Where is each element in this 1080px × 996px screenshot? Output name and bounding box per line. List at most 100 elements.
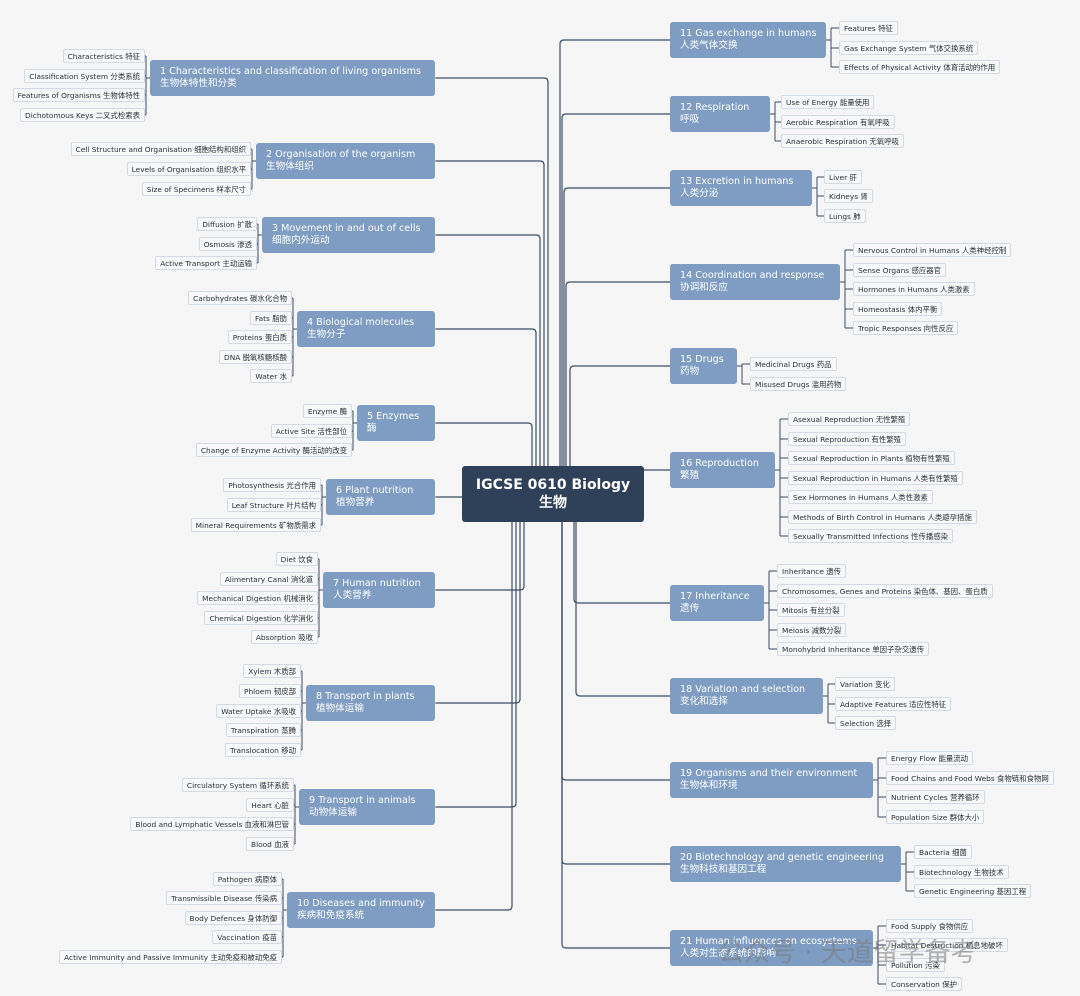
- subtopic-nutrient-cycles[interactable]: Nutrient Cycles 营养循环: [886, 790, 985, 804]
- subtopic-dna[interactable]: DNA 脱氧核糖核酸: [219, 350, 292, 364]
- subtopic-lungs[interactable]: Lungs 肺: [824, 209, 866, 223]
- subtopic-size-of-specimens[interactable]: Size of Specimens 样本尺寸: [141, 182, 251, 196]
- topic-1[interactable]: 1 Characteristics and classification of …: [150, 60, 435, 96]
- subtopic-bacteria[interactable]: Bacteria 细菌: [914, 845, 972, 859]
- subtopic-pollution[interactable]: Pollution 污染: [886, 958, 945, 972]
- subtopic-enzyme[interactable]: Enzyme 酶: [302, 404, 352, 418]
- subtopic-heart[interactable]: Heart 心脏: [246, 798, 294, 812]
- subtopic-asexual-reproduction[interactable]: Asexual Reproduction 无性繁殖: [788, 412, 911, 426]
- subtopic-methods-of-birth-control-in-humans[interactable]: Methods of Birth Control in Humans 人类避孕措…: [788, 510, 977, 524]
- subtopic-chromosomes-genes-and-proteins[interactable]: Chromosomes, Genes and Proteins 染色体、基因、蛋…: [777, 584, 993, 598]
- subtopic-meiosis[interactable]: Meiosis 减数分裂: [777, 623, 847, 637]
- subtopic-biotechnology[interactable]: Biotechnology 生物技术: [914, 865, 1009, 879]
- subtopic-population-size[interactable]: Population Size 群体大小: [886, 810, 985, 824]
- central-topic[interactable]: IGCSE 0610 Biology 生物: [462, 466, 644, 522]
- subtopic-gas-exchange-system[interactable]: Gas Exchange System 气体交换系统: [839, 41, 979, 55]
- subtopic-body-defences[interactable]: Body Defences 身体防御: [184, 911, 282, 925]
- subtopic-absorption[interactable]: Absorption 吸收: [250, 630, 318, 644]
- subtopic-alimentary-canal[interactable]: Alimentary Canal 消化道: [219, 572, 318, 586]
- subtopic-sexually-transmitted-infections[interactable]: Sexually Transmitted Infections 性传播感染: [788, 529, 954, 543]
- subtopic-use-of-energy[interactable]: Use of Energy 能量使用: [781, 95, 875, 109]
- subtopic-sexual-reproduction-in-humans[interactable]: Sexual Reproduction in Humans 人类有性繁殖: [788, 471, 963, 485]
- subtopic-variation[interactable]: Variation 变化: [835, 677, 895, 691]
- subtopic-cell-structure-and-organisation[interactable]: Cell Structure and Organisation 细胞结构和组织: [70, 142, 251, 156]
- subtopic-homeostasis[interactable]: Homeostasis 体内平衡: [853, 302, 943, 316]
- subtopic-active-immunity-and-passive-immunity[interactable]: Active Immunity and Passive Immunity 主动免…: [59, 950, 282, 964]
- subtopic-classification-system[interactable]: Classification System 分类系统: [24, 69, 145, 83]
- subtopic-transpiration[interactable]: Transpiration 蒸腾: [225, 723, 301, 737]
- subtopic-vaccination[interactable]: Vaccination 疫苗: [212, 930, 282, 944]
- subtopic-habitat-destruction[interactable]: Habitat Destruction 栖息地破坏: [886, 938, 1008, 952]
- subtopic-carbohydrates[interactable]: Carbohydrates 碳水化合物: [188, 291, 292, 305]
- subtopic-chemical-digestion[interactable]: Chemical Digestion 化学消化: [204, 611, 318, 625]
- subtopic-levels-of-organisation[interactable]: Levels of Organisation 组织水平: [126, 162, 251, 176]
- subtopic-active-site[interactable]: Active Site 活性部位: [270, 424, 352, 438]
- subtopic-proteins[interactable]: Proteins 蛋白质: [227, 330, 292, 344]
- subtopic-features[interactable]: Features 特征: [839, 21, 898, 35]
- subtopic-nervous-control-in-humans[interactable]: Nervous Control in Humans 人类神经控制: [853, 243, 1012, 257]
- subtopic-liver[interactable]: Liver 肝: [824, 170, 862, 184]
- subtopic-sex-hormones-in-humans[interactable]: Sex Hormones in Humans 人类性激素: [788, 490, 933, 504]
- subtopic-anaerobic-respiration[interactable]: Anaerobic Respiration 无氧呼吸: [781, 134, 904, 148]
- subtopic-food-supply[interactable]: Food Supply 食物供应: [886, 919, 974, 933]
- topic-20[interactable]: 20 Biotechnology and genetic engineering…: [670, 846, 901, 882]
- subtopic-change-of-enzyme-activity[interactable]: Change of Enzyme Activity 酶活动的改变: [195, 443, 352, 457]
- subtopic-water-uptake[interactable]: Water Uptake 水吸收: [216, 704, 301, 718]
- subtopic-water[interactable]: Water 水: [250, 369, 292, 383]
- subtopic-food-chains-and-food-webs[interactable]: Food Chains and Food Webs 食物链和食物网: [886, 771, 1054, 785]
- subtopic-sense-organs[interactable]: Sense Organs 感应器官: [853, 263, 947, 277]
- subtopic-effects-of-physical-activity[interactable]: Effects of Physical Activity 体育活动的作用: [839, 60, 1001, 74]
- subtopic-kidneys[interactable]: Kidneys 肾: [824, 189, 873, 203]
- subtopic-selection[interactable]: Selection 选择: [835, 716, 897, 730]
- subtopic-monohybrid-inheritance[interactable]: Monohybrid Inheritance 单因子杂交遗传: [777, 642, 929, 656]
- subtopic-diet[interactable]: Diet 饮食: [275, 552, 318, 566]
- subtopic-misused-drugs[interactable]: Misused Drugs 滥用药物: [750, 377, 847, 391]
- subtopic-blood-and-lymphatic-vessels[interactable]: Blood and Lymphatic Vessels 血液和淋巴管: [130, 817, 294, 831]
- subtopic-medicinal-drugs[interactable]: Medicinal Drugs 药品: [750, 357, 837, 371]
- subtopic-energy-flow[interactable]: Energy Flow 能量流动: [886, 751, 974, 765]
- subtopic-tropic-responses[interactable]: Tropic Responses 向性反应: [853, 321, 959, 335]
- subtopic-mineral-requirements[interactable]: Mineral Requirements 矿物质需求: [190, 518, 321, 532]
- subtopic-mitosis[interactable]: Mitosis 有丝分裂: [777, 603, 845, 617]
- subtopic-features-of-organisms[interactable]: Features of Organisms 生物体特性: [12, 88, 145, 102]
- subtopic-inheritance[interactable]: Inheritance 遗传: [777, 564, 847, 578]
- subtopic-circulatory-system[interactable]: Circulatory System 循环系统: [181, 778, 294, 792]
- subtopic-active-transport[interactable]: Active Transport 主动运输: [155, 256, 257, 270]
- subtopic-sexual-reproduction-in-plants[interactable]: Sexual Reproduction in Plants 植物有性繁殖: [788, 451, 955, 465]
- subtopic-transmissible-disease[interactable]: Transmissible Disease 传染病: [166, 891, 282, 905]
- subtopic-fats[interactable]: Fats 脂肪: [250, 311, 292, 325]
- subtopic-dichotomous-keys[interactable]: Dichotomous Keys 二叉式检索表: [20, 108, 145, 122]
- subtopic-translocation[interactable]: Translocation 移动: [225, 743, 301, 757]
- subtopic-mechanical-digestion[interactable]: Mechanical Digestion 机械消化: [197, 591, 318, 605]
- subtopic-phloem[interactable]: Phloem 韧皮部: [239, 684, 301, 698]
- subtopic-sexual-reproduction[interactable]: Sexual Reproduction 有性繁殖: [788, 432, 907, 446]
- subtopic-characteristics[interactable]: Characteristics 特征: [62, 49, 145, 63]
- subtopic-aerobic-respiration[interactable]: Aerobic Respiration 有氧呼吸: [781, 115, 895, 129]
- subtopic-blood[interactable]: Blood 血液: [246, 837, 294, 851]
- subtopic-conservation[interactable]: Conservation 保护: [886, 977, 962, 991]
- subtopic-adaptive-features[interactable]: Adaptive Features 适应性特征: [835, 697, 952, 711]
- subtopic-pathogen[interactable]: Pathogen 病原体: [212, 872, 282, 886]
- subtopic-diffusion[interactable]: Diffusion 扩散: [197, 217, 257, 231]
- subtopic-genetic-engineering[interactable]: Genetic Engineering 基因工程: [914, 884, 1032, 898]
- subtopic-osmosis[interactable]: Osmosis 渗透: [198, 237, 257, 251]
- subtopic-leaf-structure[interactable]: Leaf Structure 叶片结构: [226, 498, 321, 512]
